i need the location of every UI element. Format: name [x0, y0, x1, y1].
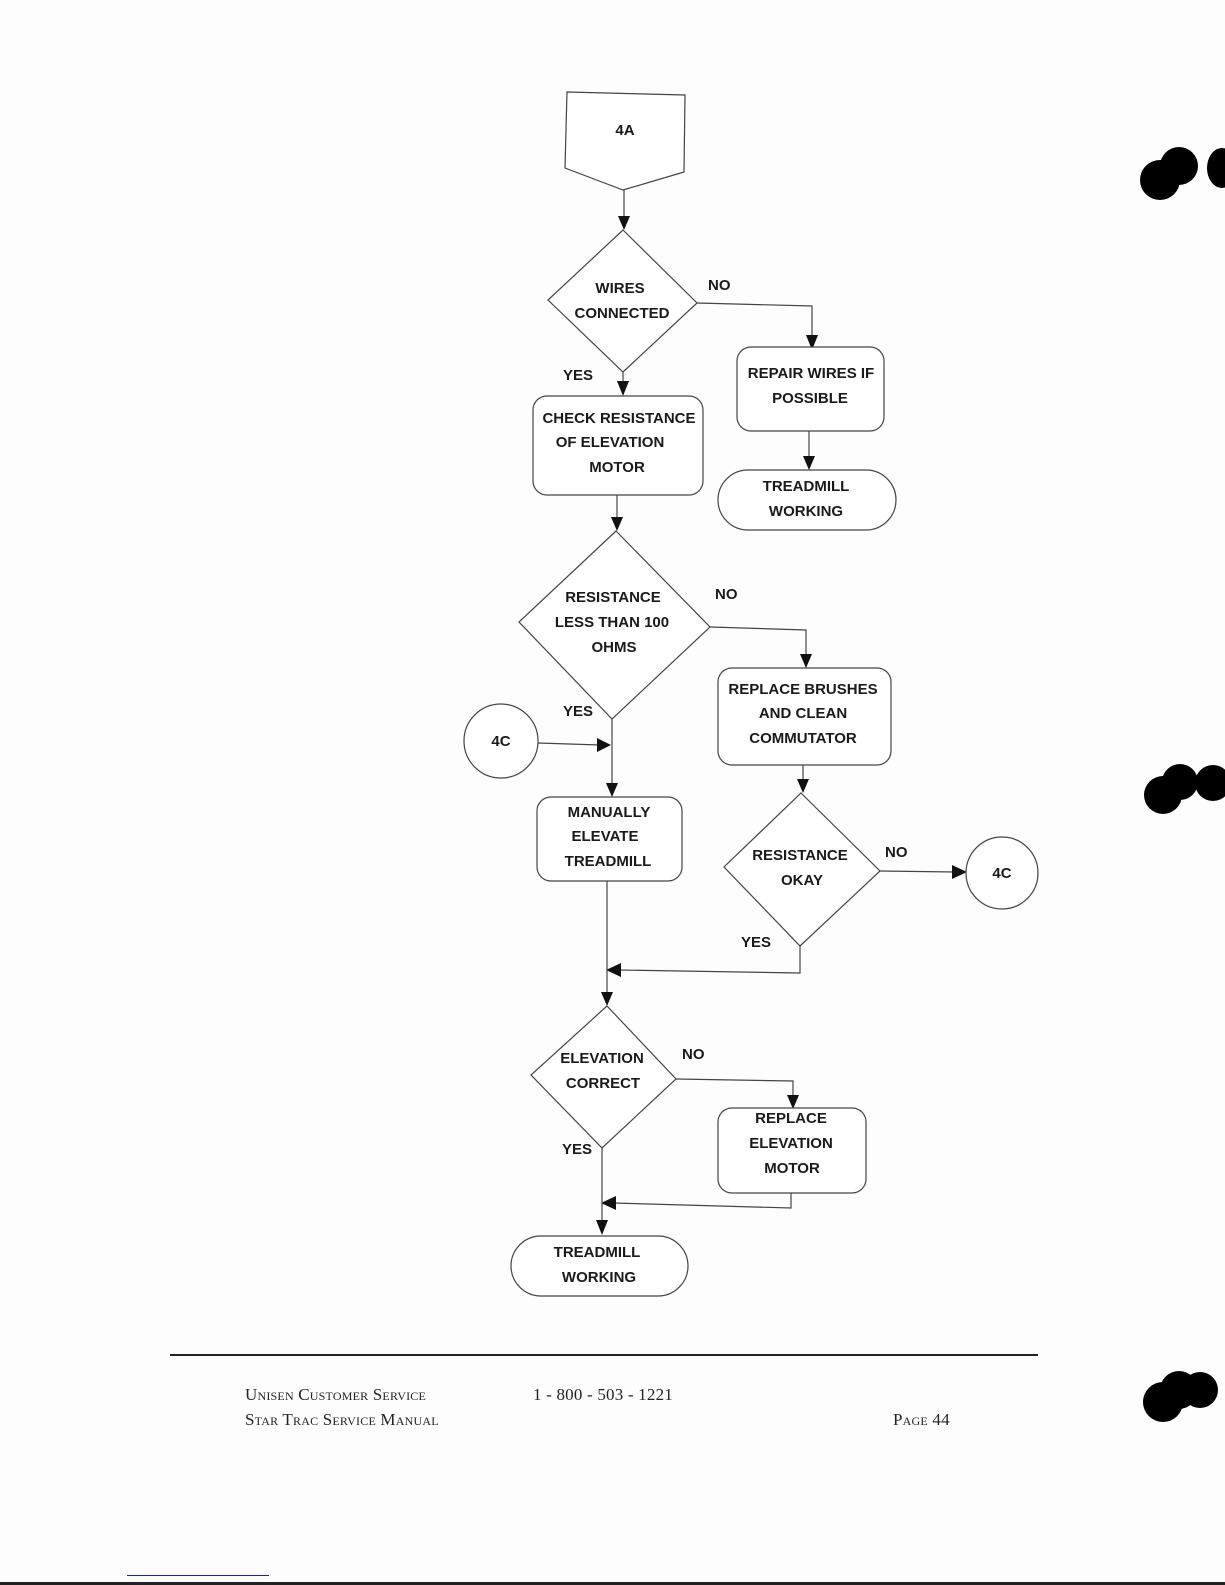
- terminal-text: WORKING: [769, 503, 843, 520]
- arrow-head: [806, 335, 818, 350]
- footer-manual-title: Star Trac Service Manual: [245, 1410, 439, 1429]
- edge-label-no: NO: [708, 277, 731, 294]
- arrow-head: [797, 779, 809, 793]
- terminal-treadmill-working-1: TREADMILL WORKING: [717, 469, 897, 531]
- decision-text: ELEVATION: [560, 1050, 644, 1067]
- decision-resistance-okay: RESISTANCE OKAY: [723, 792, 881, 947]
- arrow-head: [952, 865, 967, 879]
- process-text: AND CLEAN: [759, 705, 847, 722]
- footer-phone: 1 - 800 - 503 - 1221: [533, 1385, 673, 1404]
- arrow-head: [617, 381, 629, 396]
- process-text: TREADMILL: [565, 853, 652, 870]
- decision-wires-connected: WIRES CONNECTED: [547, 229, 698, 373]
- decision-text: CORRECT: [566, 1075, 640, 1092]
- process-text: OF ELEVATION: [556, 434, 665, 451]
- decision-text: WIRES: [595, 280, 644, 297]
- arrow-head: [597, 738, 611, 752]
- decision-text: OKAY: [781, 872, 823, 889]
- footer-company: Unisen Customer Service: [245, 1385, 426, 1404]
- decision-resistance-less-100: RESISTANCE LESS THAN 100 OHMS: [518, 530, 711, 720]
- decision-text: RESISTANCE: [565, 589, 661, 606]
- process-replace-motor: REPLACE ELEVATION MOTOR: [717, 1107, 867, 1194]
- arrow-head: [787, 1095, 799, 1109]
- edge-label-yes: YES: [563, 703, 593, 720]
- decision-text: CONNECTED: [574, 305, 669, 322]
- arrow-head: [601, 992, 613, 1006]
- process-text: CHECK RESISTANCE: [542, 410, 695, 427]
- process-text: MOTOR: [764, 1160, 820, 1177]
- decision-elevation-correct: ELEVATION CORRECT: [530, 1005, 677, 1149]
- terminal-text: TREADMILL: [763, 478, 850, 495]
- process-text: MOTOR: [589, 459, 645, 476]
- decision-text: OHMS: [592, 639, 637, 656]
- link-underline: [127, 1575, 269, 1576]
- process-text: COMMUTATOR: [749, 730, 857, 747]
- troubleshooting-flowchart: 4A WIRES CONNECTED NO YES REPAIR WIRES I…: [463, 91, 1039, 1297]
- terminal-text: WORKING: [562, 1269, 636, 1286]
- arrow-head: [618, 216, 630, 230]
- process-text: REPLACE BRUSHES: [728, 681, 877, 698]
- edge-label-yes: YES: [741, 934, 771, 951]
- process-text: ELEVATION: [749, 1135, 833, 1152]
- arrow-head: [601, 1196, 616, 1210]
- footer-divider: [170, 1354, 1038, 1356]
- start-connector-4a: 4A: [564, 91, 686, 191]
- connector-label: 4C: [992, 865, 1011, 882]
- process-text: REPLACE: [755, 1110, 827, 1127]
- arrow-head: [606, 783, 618, 797]
- arrow-head: [596, 1220, 608, 1235]
- terminal-text: TREADMILL: [554, 1244, 641, 1261]
- arrow-head: [611, 517, 623, 531]
- arrow-head: [606, 963, 621, 977]
- process-text: POSSIBLE: [772, 390, 848, 407]
- edge-label-no: NO: [885, 844, 908, 861]
- footer-page-number: Page 44: [893, 1410, 950, 1429]
- process-text: REPAIR WIRES IF: [748, 365, 874, 382]
- edge-label-no: NO: [715, 586, 738, 603]
- edge-label-yes: YES: [562, 1141, 592, 1158]
- process-replace-brushes: REPLACE BRUSHES AND CLEAN COMMUTATOR: [717, 667, 892, 766]
- connector-4c-left: 4C: [463, 703, 539, 779]
- connector-label: 4A: [615, 122, 634, 139]
- process-repair-wires: REPAIR WIRES IF POSSIBLE: [736, 346, 885, 432]
- edge-label-yes: YES: [563, 367, 593, 384]
- terminal-treadmill-working-2: TREADMILL WORKING: [510, 1235, 689, 1297]
- arrow-head: [800, 654, 812, 668]
- page-bottom-edge: [0, 1582, 1225, 1585]
- process-manually-elevate: MANUALLY ELEVATE TREADMILL: [536, 796, 683, 882]
- decision-text: LESS THAN 100: [555, 614, 669, 631]
- connector-4c-right: 4C: [965, 836, 1039, 910]
- process-text: ELEVATE: [572, 828, 639, 845]
- edge-label-no: NO: [682, 1046, 705, 1063]
- connector-label: 4C: [491, 733, 510, 750]
- arrow-head: [803, 456, 815, 470]
- decision-text: RESISTANCE: [752, 847, 848, 864]
- process-text: MANUALLY: [568, 804, 651, 821]
- process-check-resistance: CHECK RESISTANCE OF ELEVATION MOTOR: [532, 395, 704, 496]
